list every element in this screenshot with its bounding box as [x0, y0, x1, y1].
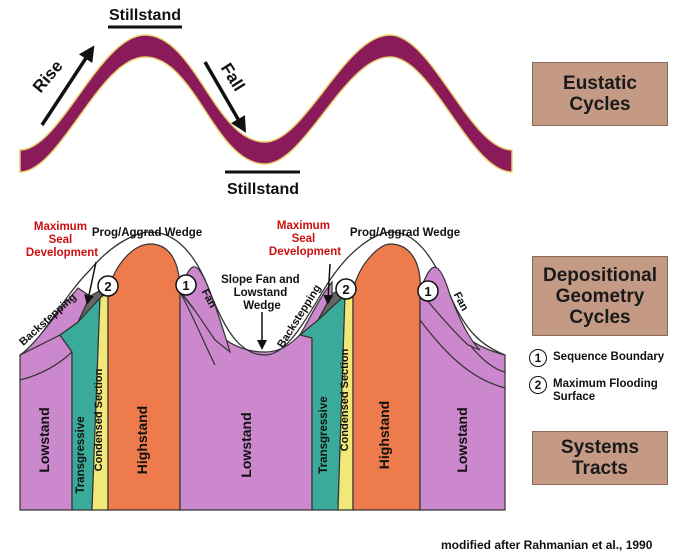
- transgressive-label-2: Transgressive: [318, 396, 330, 473]
- legend-text-1: Sequence Boundary: [553, 351, 665, 363]
- lowstand-label-right: Lowstand: [454, 407, 470, 472]
- slope-fan-line1: Slope Fan and: [221, 274, 300, 286]
- marker-1-left-text: 1: [182, 278, 189, 293]
- lowstand-label-left: Lowstand: [36, 407, 52, 472]
- legend-num-2: 2: [529, 376, 547, 394]
- seal-pointer-arrow-2: [323, 263, 334, 305]
- condensed-label-2: Condensed Section: [339, 348, 351, 451]
- max-seal-2-line1: Maximum: [277, 220, 330, 232]
- depositional-top-outline: [19, 231, 506, 356]
- eustatic-wave-band: [19, 34, 513, 173]
- slope-fan-line2: Lowstand: [234, 287, 288, 299]
- slope-fan-line3: Wedge: [243, 300, 281, 312]
- sequence-boundary-marker-2: 1: [417, 280, 439, 302]
- lowstand-label-middle: Lowstand: [238, 412, 254, 477]
- transgressive-label-1: Transgressive: [75, 416, 87, 493]
- highstand-label-1: Highstand: [134, 406, 150, 474]
- marker-1-right-text: 1: [424, 284, 431, 299]
- stillstand-top-label: Stillstand: [109, 7, 181, 24]
- legend-text-2: Maximum Flooding Surface: [553, 378, 658, 403]
- flooding-surface-marker-1: 2: [97, 275, 119, 297]
- highstand-label-2: Highstand: [376, 401, 392, 469]
- source-credit: modified after Rahmanian et al., 1990: [441, 538, 653, 552]
- prog-wedge-label-1: Prog/Aggrad Wedge: [92, 227, 202, 239]
- max-seal-2-line2: Seal: [292, 233, 316, 245]
- stillstand-bottom-label: Stillstand: [227, 181, 299, 198]
- rise-arrow: [40, 45, 95, 126]
- sequence-boundary-line-3: [469, 344, 506, 373]
- systems-tracts-box: Systems Tracts: [532, 431, 668, 485]
- max-seal-label-2: Maximum Seal Development: [269, 220, 341, 258]
- marker-2-right-text: 2: [342, 282, 349, 297]
- eustatic-curve: [19, 34, 513, 173]
- eustatic-cycles-box: Eustatic Cycles: [532, 62, 668, 126]
- max-seal-2-line3: Development: [269, 246, 341, 258]
- fall-arrow: [203, 61, 247, 133]
- seal-pointer-arrow-1: [84, 261, 97, 305]
- sequence-boundary-line-2: [179, 291, 216, 366]
- legend-max-flooding-surface: 2 Maximum Flooding Surface: [529, 376, 658, 404]
- systems-tracts-cross-section: [19, 231, 506, 511]
- prog-wedge-label-2: Prog/Aggrad Wedge: [350, 227, 460, 239]
- sequence-boundary-line-4: [419, 319, 506, 389]
- max-seal-1-line1: Maximum: [34, 221, 87, 233]
- legend-sequence-boundary: 1 Sequence Boundary: [529, 349, 664, 367]
- slope-fan-label: Slope Fan and Lowstand Wedge: [221, 274, 303, 312]
- max-seal-1-line2: Seal: [49, 234, 73, 246]
- max-seal-1-line3: Development: [26, 247, 98, 259]
- legend-num-1: 1: [529, 349, 547, 367]
- depositional-geometry-cycles-box: Depositional Geometry Cycles: [532, 256, 668, 336]
- flooding-surface-marker-2: 2: [335, 278, 357, 300]
- max-seal-label-1: Maximum Seal Development: [26, 221, 98, 259]
- sequence-boundary-marker-1: 1: [175, 274, 197, 296]
- condensed-label-1: Condensed Section: [93, 368, 105, 471]
- rise-label: Rise: [29, 57, 67, 97]
- sequence-boundary-line-1: [19, 351, 73, 381]
- marker-2-left-text: 2: [104, 279, 111, 294]
